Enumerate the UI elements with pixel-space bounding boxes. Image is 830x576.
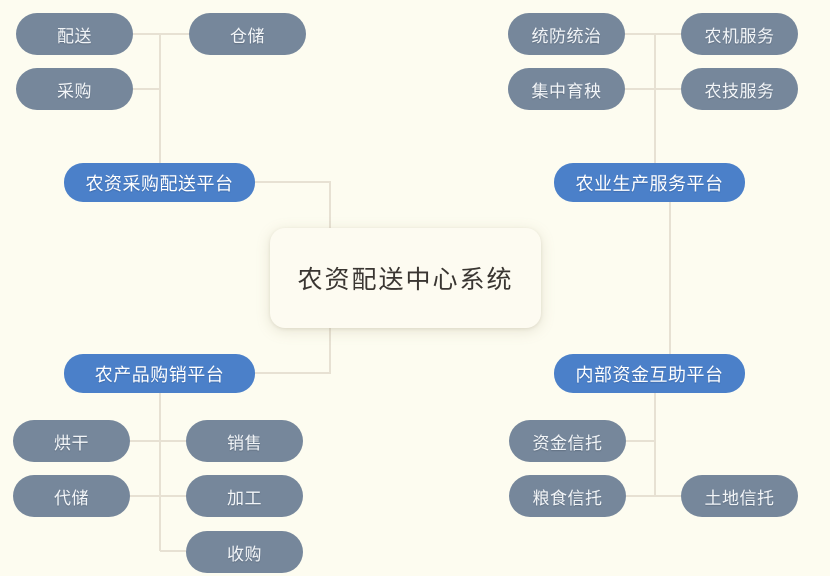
leaf-node-pest-control[interactable]: 统防统治 [508,13,625,55]
leaf-node-delivery[interactable]: 配送 [16,13,133,55]
leaf-node-purchasing[interactable]: 采购 [16,68,133,110]
leaf-node-storage-agency[interactable]: 代储 [13,475,130,517]
leaf-node-grain-trust[interactable]: 粮食信托 [509,475,626,517]
platform-node-production[interactable]: 农业生产服务平台 [554,163,745,202]
leaf-node-seedling[interactable]: 集中育秧 [508,68,625,110]
leaf-node-machinery-svc[interactable]: 农机服务 [681,13,798,55]
leaf-node-land-trust[interactable]: 土地信托 [681,475,798,517]
leaf-node-drying[interactable]: 烘干 [13,420,130,462]
leaf-node-warehousing[interactable]: 仓储 [189,13,306,55]
leaf-node-agrotech-svc[interactable]: 农技服务 [681,68,798,110]
leaf-node-capital-trust[interactable]: 资金信托 [509,420,626,462]
leaf-node-processing[interactable]: 加工 [186,475,303,517]
leaf-node-acquisition[interactable]: 收购 [186,531,303,573]
leaf-node-sales[interactable]: 销售 [186,420,303,462]
center-node-agri-supply-center-system[interactable]: 农资配送中心系统 [270,228,541,328]
platform-node-procurement[interactable]: 农资采购配送平台 [64,163,255,202]
platform-node-marketing[interactable]: 农产品购销平台 [64,354,255,393]
platform-node-finance[interactable]: 内部资金互助平台 [554,354,745,393]
